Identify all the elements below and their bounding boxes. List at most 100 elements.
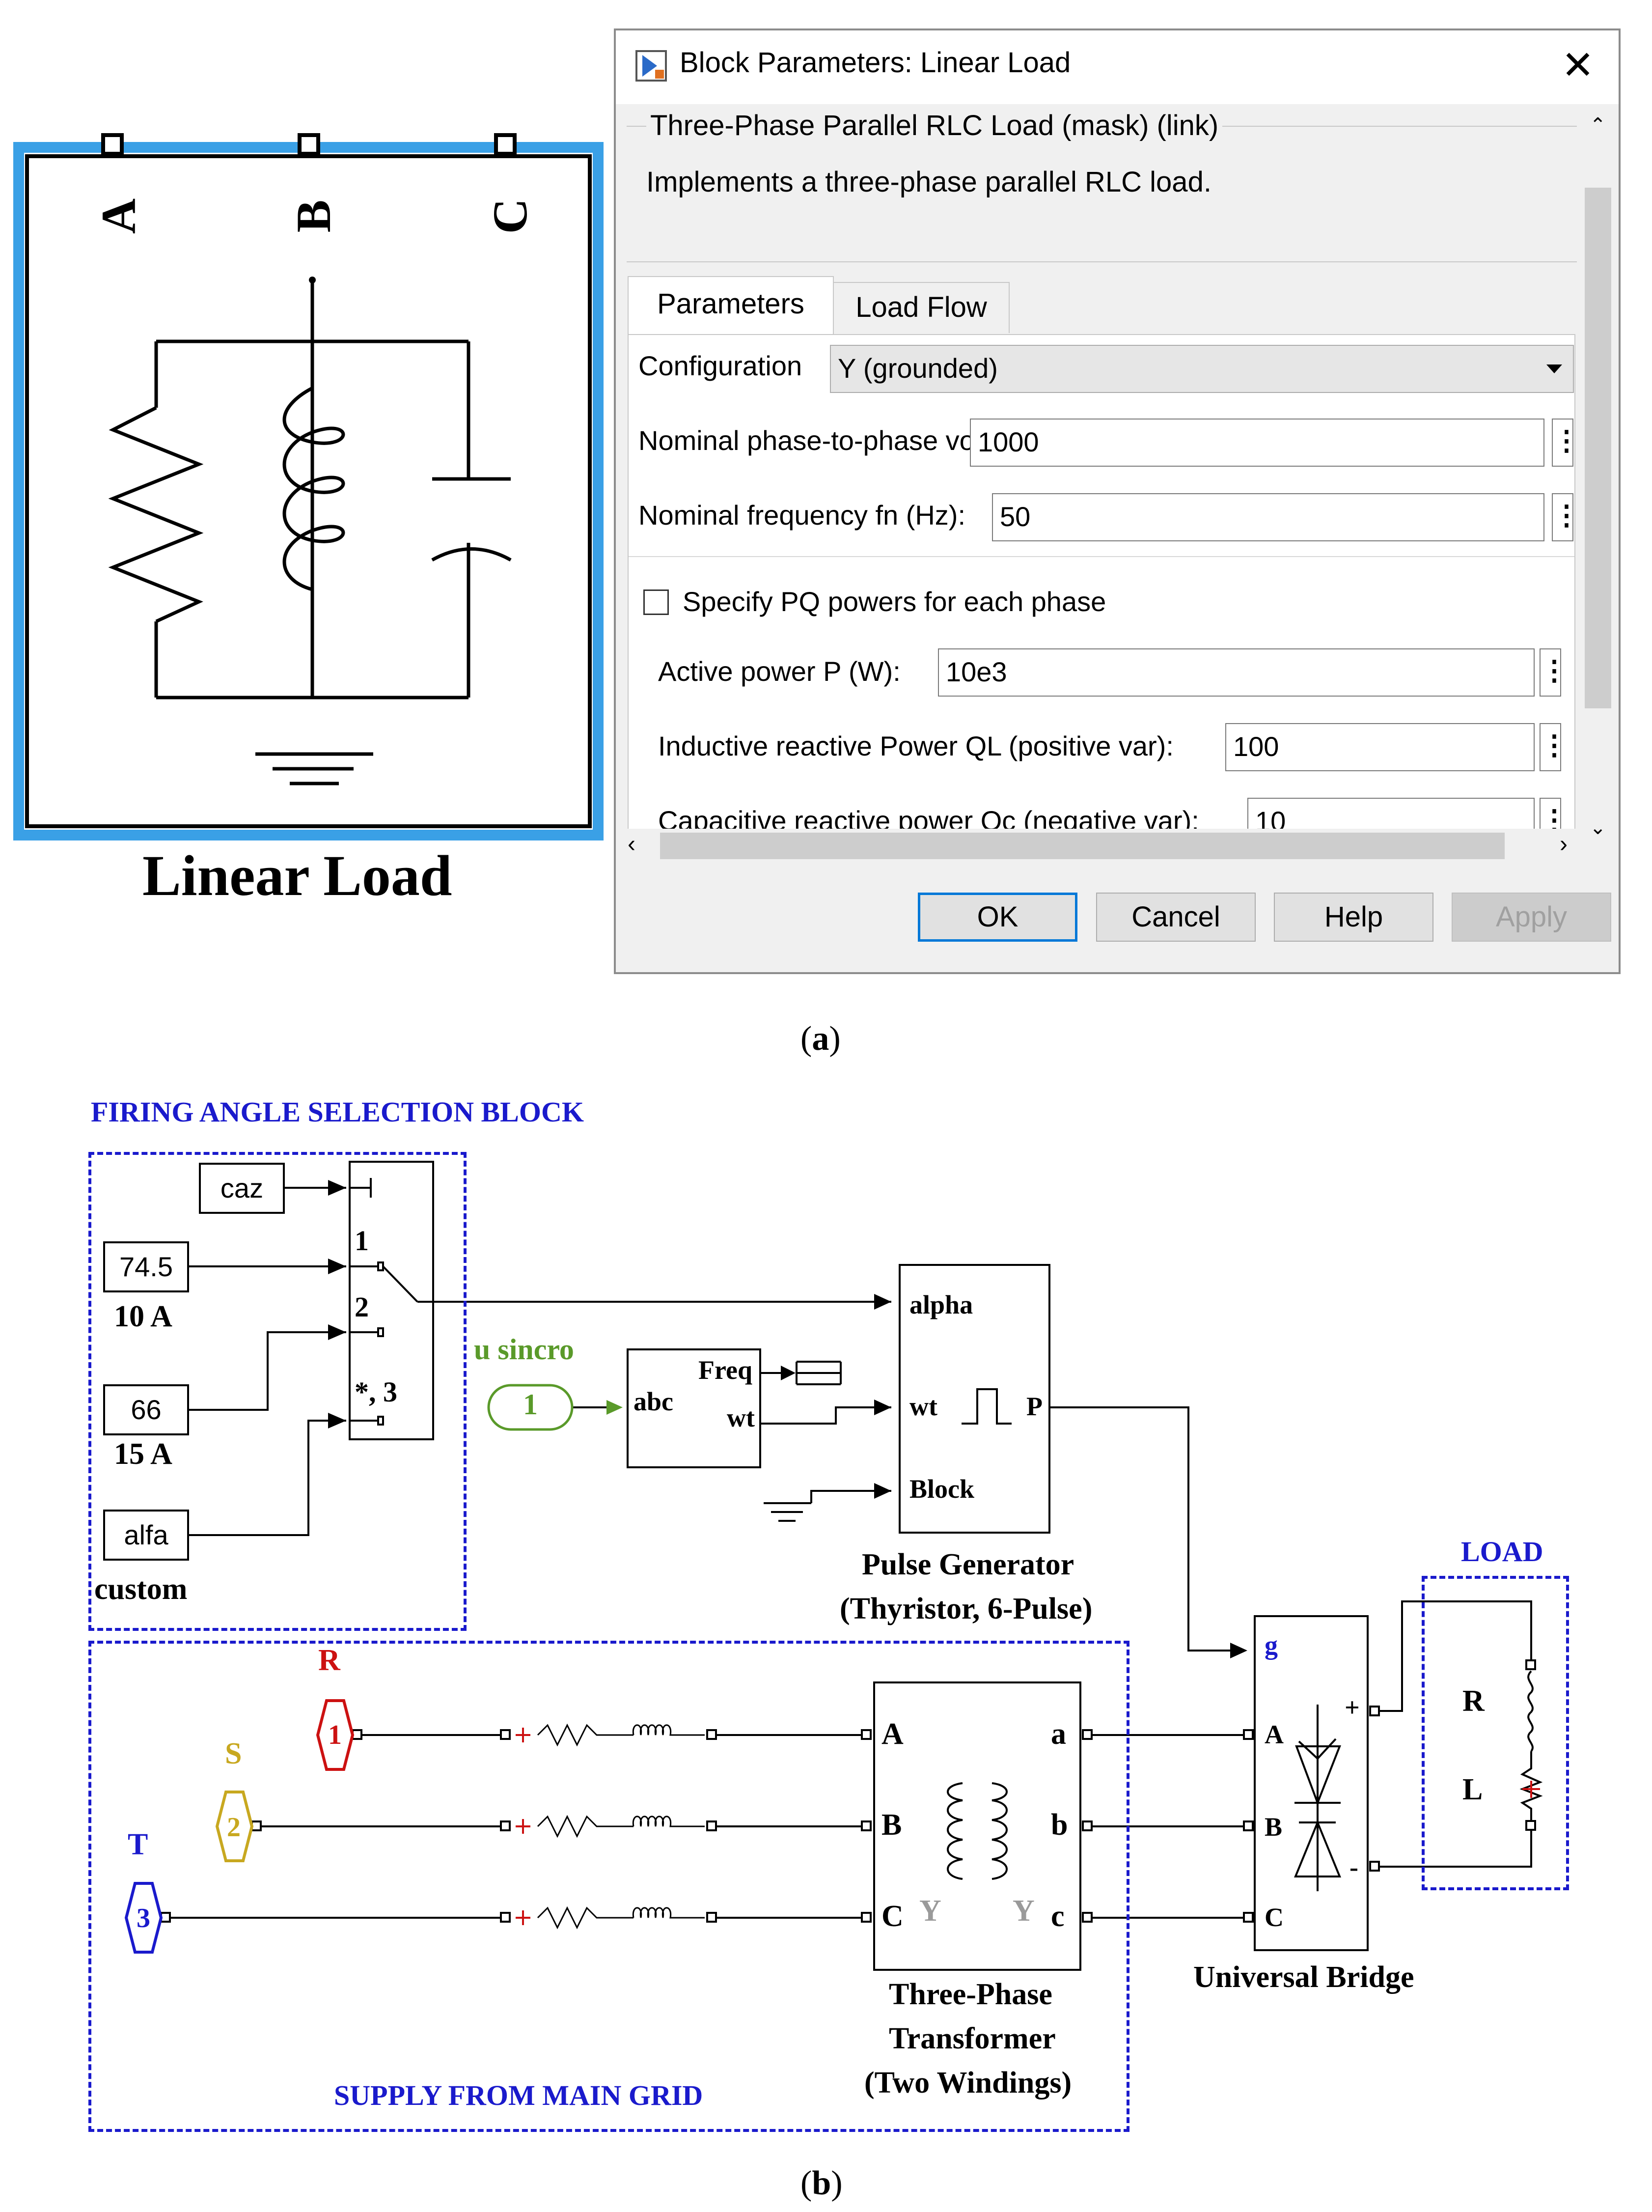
source-s-label: S (225, 1737, 242, 1770)
source-s-icon[interactable] (215, 1791, 254, 1862)
voltage-field[interactable]: 1000 (970, 419, 1544, 467)
supply-from-main-grid-block (88, 1641, 1129, 2132)
sync-input-number: 1 (523, 1388, 538, 1421)
constant-note-10a: 10 A (114, 1300, 172, 1333)
load-r-label: R (1462, 1684, 1485, 1718)
source-s-number: 2 (227, 1812, 241, 1843)
group-bottom-line (627, 261, 1577, 262)
constant-alfa[interactable]: alfa (103, 1510, 189, 1561)
inductive-power-more-icon[interactable]: ⋮ (1540, 723, 1568, 771)
transformer-winding-y2: Y (1013, 1894, 1035, 1928)
constant-caz[interactable]: caz (199, 1163, 285, 1214)
vertical-scrollbar[interactable]: ⌃ ⌄ (1581, 109, 1615, 846)
source-t-label: T (128, 1828, 148, 1861)
pulse-port-alpha: alpha (909, 1290, 973, 1319)
constant-74-5[interactable]: 74.5 (103, 1241, 189, 1292)
block-parameters-dialog: Block Parameters: Linear Load ✕ Three-Ph… (614, 28, 1621, 974)
simulink-model-diagram (124, 1161, 1543, 1971)
pulse-port-block: Block (909, 1474, 975, 1504)
chevron-down-icon (1546, 364, 1562, 373)
scroll-right-icon[interactable]: › (1560, 831, 1568, 857)
transformer-port-a-sec: a (1051, 1717, 1066, 1751)
source-t-icon[interactable] (124, 1882, 163, 1954)
bridge-minus: - (1349, 1852, 1358, 1882)
frequency-label: Nominal frequency fn (Hz): (638, 500, 966, 531)
pll-output-freq: Freq (698, 1355, 752, 1385)
linear-load-block[interactable]: A B C (0, 0, 619, 933)
pq-per-phase-checkbox[interactable] (643, 589, 669, 615)
transformer-port-b-sec: b (1051, 1808, 1068, 1842)
pq-per-phase-label: Specify PQ powers for each phase (683, 586, 1106, 617)
sync-input-label: u sincro (474, 1333, 574, 1366)
scroll-up-icon[interactable]: ⌃ (1590, 114, 1606, 136)
port-label-c: C (483, 198, 537, 234)
load-group-box (1422, 1576, 1569, 1890)
switch-port-2: 2 (355, 1291, 369, 1323)
bridge-port-a: A (1265, 1720, 1284, 1749)
transformer-port-c-sec: c (1051, 1900, 1065, 1933)
linear-load-label: Linear Load (142, 843, 452, 908)
ok-button[interactable]: OK (918, 893, 1077, 942)
bridge-plus: + (1345, 1693, 1360, 1722)
transformer-name-3: (Two Windings) (864, 2066, 1072, 2100)
transformer-port-c: C (881, 1900, 904, 1933)
pll-input-abc: abc (633, 1387, 673, 1416)
scroll-left-icon[interactable]: ‹ (628, 831, 635, 857)
pulse-port-wt: wt (909, 1392, 937, 1421)
transformer-name-2: Transformer (889, 2022, 1056, 2055)
caption-b: (b) (800, 2164, 843, 2202)
pulse-generator-name-1: Pulse Generator (862, 1548, 1074, 1581)
section-divider (629, 556, 1574, 557)
tab-parameters[interactable]: Parameters (628, 276, 834, 335)
load-block-title: LOAD (1461, 1536, 1543, 1568)
caption-a: (a) (800, 1020, 841, 1058)
active-power-field[interactable]: 10e3 (938, 648, 1535, 697)
frequency-field[interactable]: 50 (992, 493, 1544, 541)
constant-66[interactable]: 66 (103, 1384, 189, 1435)
source-r-label: R (318, 1644, 340, 1677)
inductive-power-field[interactable]: 100 (1225, 723, 1535, 771)
transformer-winding-y1: Y (919, 1894, 941, 1928)
source-t-number: 3 (137, 1903, 150, 1933)
close-icon[interactable]: ✕ (1561, 43, 1595, 87)
mask-description: Implements a three-phase parallel RLC lo… (646, 166, 1211, 198)
active-power-more-icon[interactable]: ⋮ (1540, 648, 1568, 697)
switch-port-1: 1 (355, 1225, 369, 1257)
tab-load-flow[interactable]: Load Flow (833, 282, 1010, 333)
universal-bridge-name: Universal Bridge (1193, 1960, 1414, 1994)
title-bar[interactable]: Block Parameters: Linear Load ✕ (616, 30, 1619, 104)
horizontal-scroll-thumb[interactable] (660, 833, 1505, 859)
dialog-title: Block Parameters: Linear Load (680, 47, 1071, 79)
bridge-port-c: C (1265, 1903, 1284, 1932)
pulse-generator-name-2: (Thyristor, 6-Pulse) (840, 1592, 1093, 1625)
configuration-value: Y (grounded) (838, 353, 998, 384)
dialog-content[interactable]: Three-Phase Parallel RLC Load (mask) (li… (622, 109, 1579, 846)
switch-port-3: *, 3 (355, 1376, 397, 1408)
scroll-down-icon[interactable]: ⌄ (1590, 817, 1606, 839)
firing-block-title: FIRING ANGLE SELECTION BLOCK (91, 1096, 584, 1128)
port-label-b: B (286, 200, 341, 233)
inductive-power-label: Inductive reactive Power QL (positive va… (658, 730, 1174, 761)
load-l-label: L (1462, 1773, 1483, 1806)
configuration-label: Configuration (638, 350, 802, 381)
pll-output-wt: wt (727, 1403, 755, 1432)
source-r-number: 1 (328, 1720, 342, 1750)
help-button[interactable]: Help (1274, 893, 1433, 942)
constant-note-15a: 15 A (114, 1437, 172, 1471)
active-power-label: Active power P (W): (658, 656, 901, 687)
transformer-port-b: B (881, 1808, 902, 1842)
constant-note-custom: custom (94, 1572, 188, 1606)
parameters-panel: Configuration Y (grounded) Nominal phase… (628, 334, 1579, 846)
port-label-a: A (91, 198, 146, 234)
vertical-scroll-thumb[interactable] (1585, 188, 1611, 708)
sync-input-port[interactable] (487, 1384, 574, 1431)
horizontal-scrollbar[interactable]: ‹ › (622, 829, 1579, 863)
source-r-icon[interactable] (316, 1699, 355, 1771)
apply-button[interactable]: Apply (1452, 893, 1611, 942)
transformer-name-1: Three-Phase (889, 1978, 1052, 2011)
cancel-button[interactable]: Cancel (1096, 893, 1256, 942)
frequency-more-icon[interactable]: ⋮ (1552, 493, 1579, 541)
pulse-port-p: P (1026, 1392, 1043, 1421)
voltage-more-icon[interactable]: ⋮ (1552, 419, 1579, 467)
configuration-select[interactable]: Y (grounded) (830, 345, 1574, 393)
